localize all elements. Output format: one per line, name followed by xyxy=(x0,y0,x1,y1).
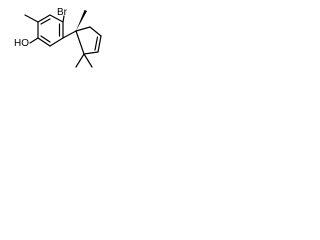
ring-bond-2 xyxy=(89,26,102,37)
molecule-structure: Br HO xyxy=(14,7,102,68)
aryl-cyclopentyl-bond xyxy=(62,30,77,39)
methyl-bond xyxy=(24,14,39,23)
bromine-label: Br xyxy=(57,7,68,18)
cyclopentene-ring xyxy=(75,26,102,55)
double-bond-c1-c2 xyxy=(40,18,51,25)
bond-c5-c6 xyxy=(37,37,51,47)
bond-c2-c3 xyxy=(49,14,64,23)
gem-methyl-bond-2 xyxy=(83,53,93,68)
bond-c4-c5 xyxy=(49,37,64,47)
ring-double-bond xyxy=(94,36,99,51)
benzene-ring xyxy=(37,14,64,47)
bond-to-bromine xyxy=(62,15,65,23)
hydroxyl-label: HO xyxy=(14,38,29,49)
bond-to-hydroxyl xyxy=(29,37,39,44)
gem-methyl-bond-1 xyxy=(75,53,85,68)
ring-bond-3 xyxy=(97,35,102,53)
ring-bond-5 xyxy=(75,30,85,55)
bond-c1-c2 xyxy=(37,14,51,23)
ring-bond-1 xyxy=(75,26,91,32)
methyl-wedge-bond xyxy=(76,10,87,31)
ring-bond-4 xyxy=(83,51,99,55)
double-bond-c5-c6 xyxy=(40,35,51,43)
